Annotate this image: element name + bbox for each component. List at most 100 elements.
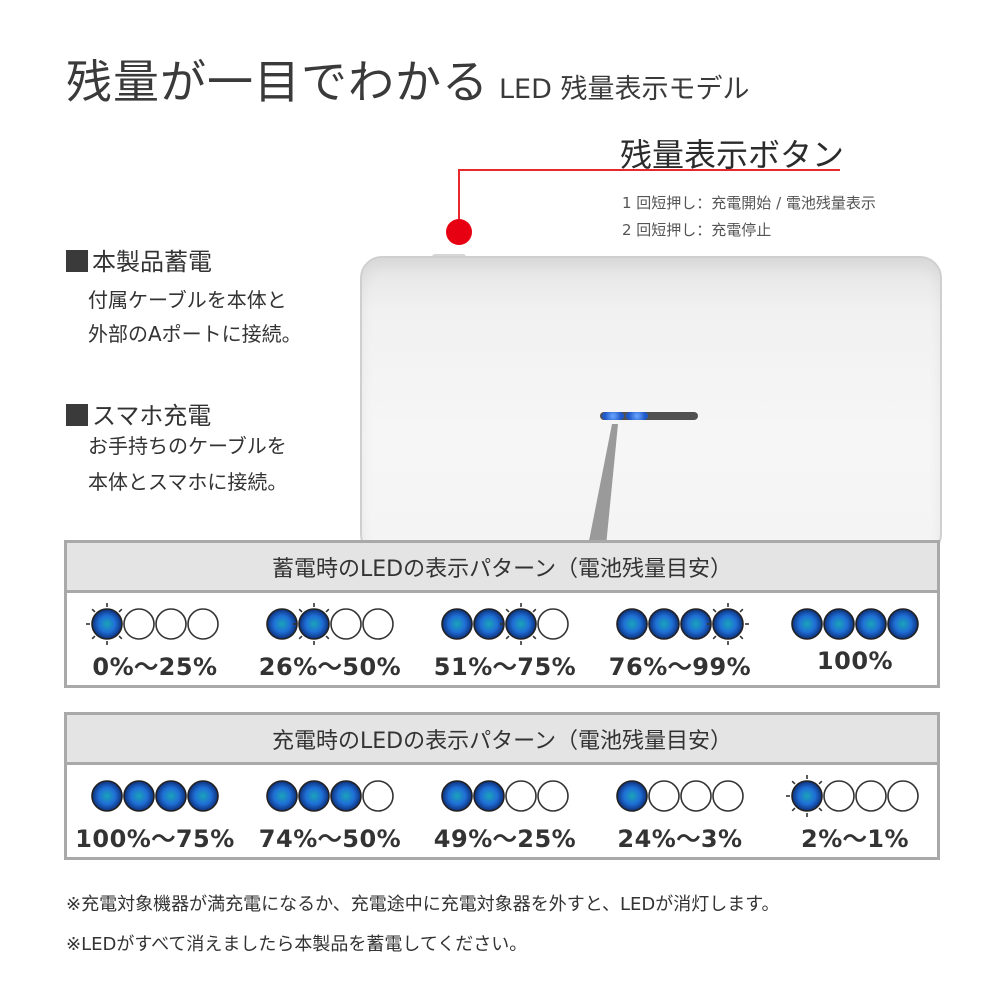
led-dots xyxy=(786,775,919,817)
led-pattern: 100% xyxy=(767,593,943,686)
square-bullet-icon xyxy=(66,404,88,426)
led-on xyxy=(298,780,330,812)
led-off xyxy=(887,780,919,812)
title-main: 残量が一目でわかる xyxy=(66,55,489,109)
pattern-label: 2%〜1% xyxy=(801,825,909,853)
blink-ray xyxy=(505,635,510,640)
led-off xyxy=(855,780,887,812)
led-on xyxy=(791,608,823,640)
led-on xyxy=(266,608,298,640)
led-on xyxy=(473,608,505,640)
led-pattern: 26%〜50% xyxy=(242,593,418,686)
led-off xyxy=(362,608,394,640)
led-pattern-panel-charging: 充電時のLEDの表示パターン（電池残量目安） 100%〜75% 74%〜50% 49… xyxy=(64,712,940,860)
blink-ray xyxy=(712,635,717,640)
led-off xyxy=(123,608,155,640)
blink-ray xyxy=(791,780,796,785)
device-led-bar xyxy=(600,412,698,420)
section-heading-storage: 本製品蓄電 xyxy=(66,242,212,277)
led-on xyxy=(887,608,919,640)
led-on xyxy=(187,780,219,812)
pattern-label: 74%〜50% xyxy=(258,825,402,853)
led-pattern: 49%〜25% xyxy=(417,765,593,858)
led-dots xyxy=(91,780,219,812)
led-off xyxy=(362,780,394,812)
button-marker-dot xyxy=(446,219,472,245)
led-pattern-panel-storage: 蓄電時のLEDの表示パターン（電池残量目安） 0%〜25% 26%〜50% 51%〜… xyxy=(64,540,940,688)
blink-ray xyxy=(325,608,330,613)
pattern-label: 76%〜99% xyxy=(608,653,752,681)
blink-ray xyxy=(91,608,96,613)
device-led-2 xyxy=(626,412,648,420)
led-dots xyxy=(86,603,219,645)
blink-ray xyxy=(298,635,303,640)
button-note-double-press: 2 回短押し：充電停止 xyxy=(622,221,772,239)
led-blinking xyxy=(791,780,823,812)
led-on xyxy=(441,608,473,640)
section-line: 本体とスマホに接続。 xyxy=(88,470,288,494)
led-dots xyxy=(616,603,749,645)
led-off xyxy=(155,608,187,640)
blink-ray xyxy=(118,635,123,640)
blink-ray xyxy=(532,608,537,613)
pointer-triangle xyxy=(588,424,618,546)
led-off xyxy=(537,608,569,640)
section-line: お手持ちのケーブルを xyxy=(88,434,287,458)
led-blinking xyxy=(505,608,537,640)
led-dots xyxy=(266,780,394,812)
pattern-label: 100% xyxy=(816,647,894,675)
panel-title: 蓄電時のLEDの表示パターン（電池残量目安） xyxy=(67,543,937,593)
led-on xyxy=(473,780,505,812)
led-pattern: 51%〜75% xyxy=(417,593,593,686)
square-bullet-icon xyxy=(66,250,88,272)
led-pattern: 0%〜25% xyxy=(67,593,243,686)
pattern-label: 100%〜75% xyxy=(75,825,235,853)
pattern-label: 26%〜50% xyxy=(258,653,402,681)
page-title: 残量が一目でわかる LED 残量表示モデル xyxy=(66,46,749,112)
blink-ray xyxy=(91,635,96,640)
pattern-label: 0%〜25% xyxy=(92,653,218,681)
led-dots xyxy=(441,780,569,812)
led-pattern: 74%〜50% xyxy=(242,765,418,858)
led-pattern: 2%〜1% xyxy=(767,765,943,858)
pattern-label: 24%〜3% xyxy=(617,825,743,853)
blink-ray xyxy=(739,608,744,613)
title-sub: LED 残量表示モデル xyxy=(499,74,750,105)
pattern-row: 0%〜25% 26%〜50% 51%〜75% 76%〜99% 100% xyxy=(67,593,937,686)
section-line: 付属ケーブルを本体と xyxy=(88,288,287,312)
blink-ray xyxy=(325,635,330,640)
blink-ray xyxy=(118,608,123,613)
led-on xyxy=(123,780,155,812)
led-on xyxy=(616,608,648,640)
led-pattern: 24%〜3% xyxy=(592,765,768,858)
led-on xyxy=(91,780,123,812)
led-off xyxy=(330,608,362,640)
footnote-auto-off: ※充電対象機器が満充電になるか、充電途中に充電対象器を外すと、LEDが消灯します… xyxy=(66,894,780,915)
led-dots xyxy=(616,780,744,812)
device-led-1 xyxy=(602,412,624,420)
led-off xyxy=(680,780,712,812)
blink-ray xyxy=(532,635,537,640)
led-on xyxy=(855,608,887,640)
led-on xyxy=(155,780,187,812)
led-on xyxy=(616,780,648,812)
blink-ray xyxy=(505,608,510,613)
led-pattern: 100%〜75% xyxy=(67,765,243,858)
led-on xyxy=(823,608,855,640)
blink-ray xyxy=(739,635,744,640)
pattern-label: 51%〜75% xyxy=(433,653,577,681)
led-off xyxy=(823,780,855,812)
callout-leader-line xyxy=(458,169,460,231)
button-callout-title: 残量表示ボタン xyxy=(620,136,845,174)
section-line: 外部のAポートに接続。 xyxy=(88,322,302,346)
led-on xyxy=(266,780,298,812)
pattern-label: 49%〜25% xyxy=(433,825,577,853)
blink-ray xyxy=(818,807,823,812)
led-blinking xyxy=(91,608,123,640)
led-dots xyxy=(266,603,394,645)
panel-title: 充電時のLEDの表示パターン（電池残量目安） xyxy=(67,715,937,765)
blink-ray xyxy=(712,608,717,613)
button-note-single-press: 1 回短押し：充電開始 / 電池残量表示 xyxy=(622,194,876,212)
led-on xyxy=(680,608,712,640)
